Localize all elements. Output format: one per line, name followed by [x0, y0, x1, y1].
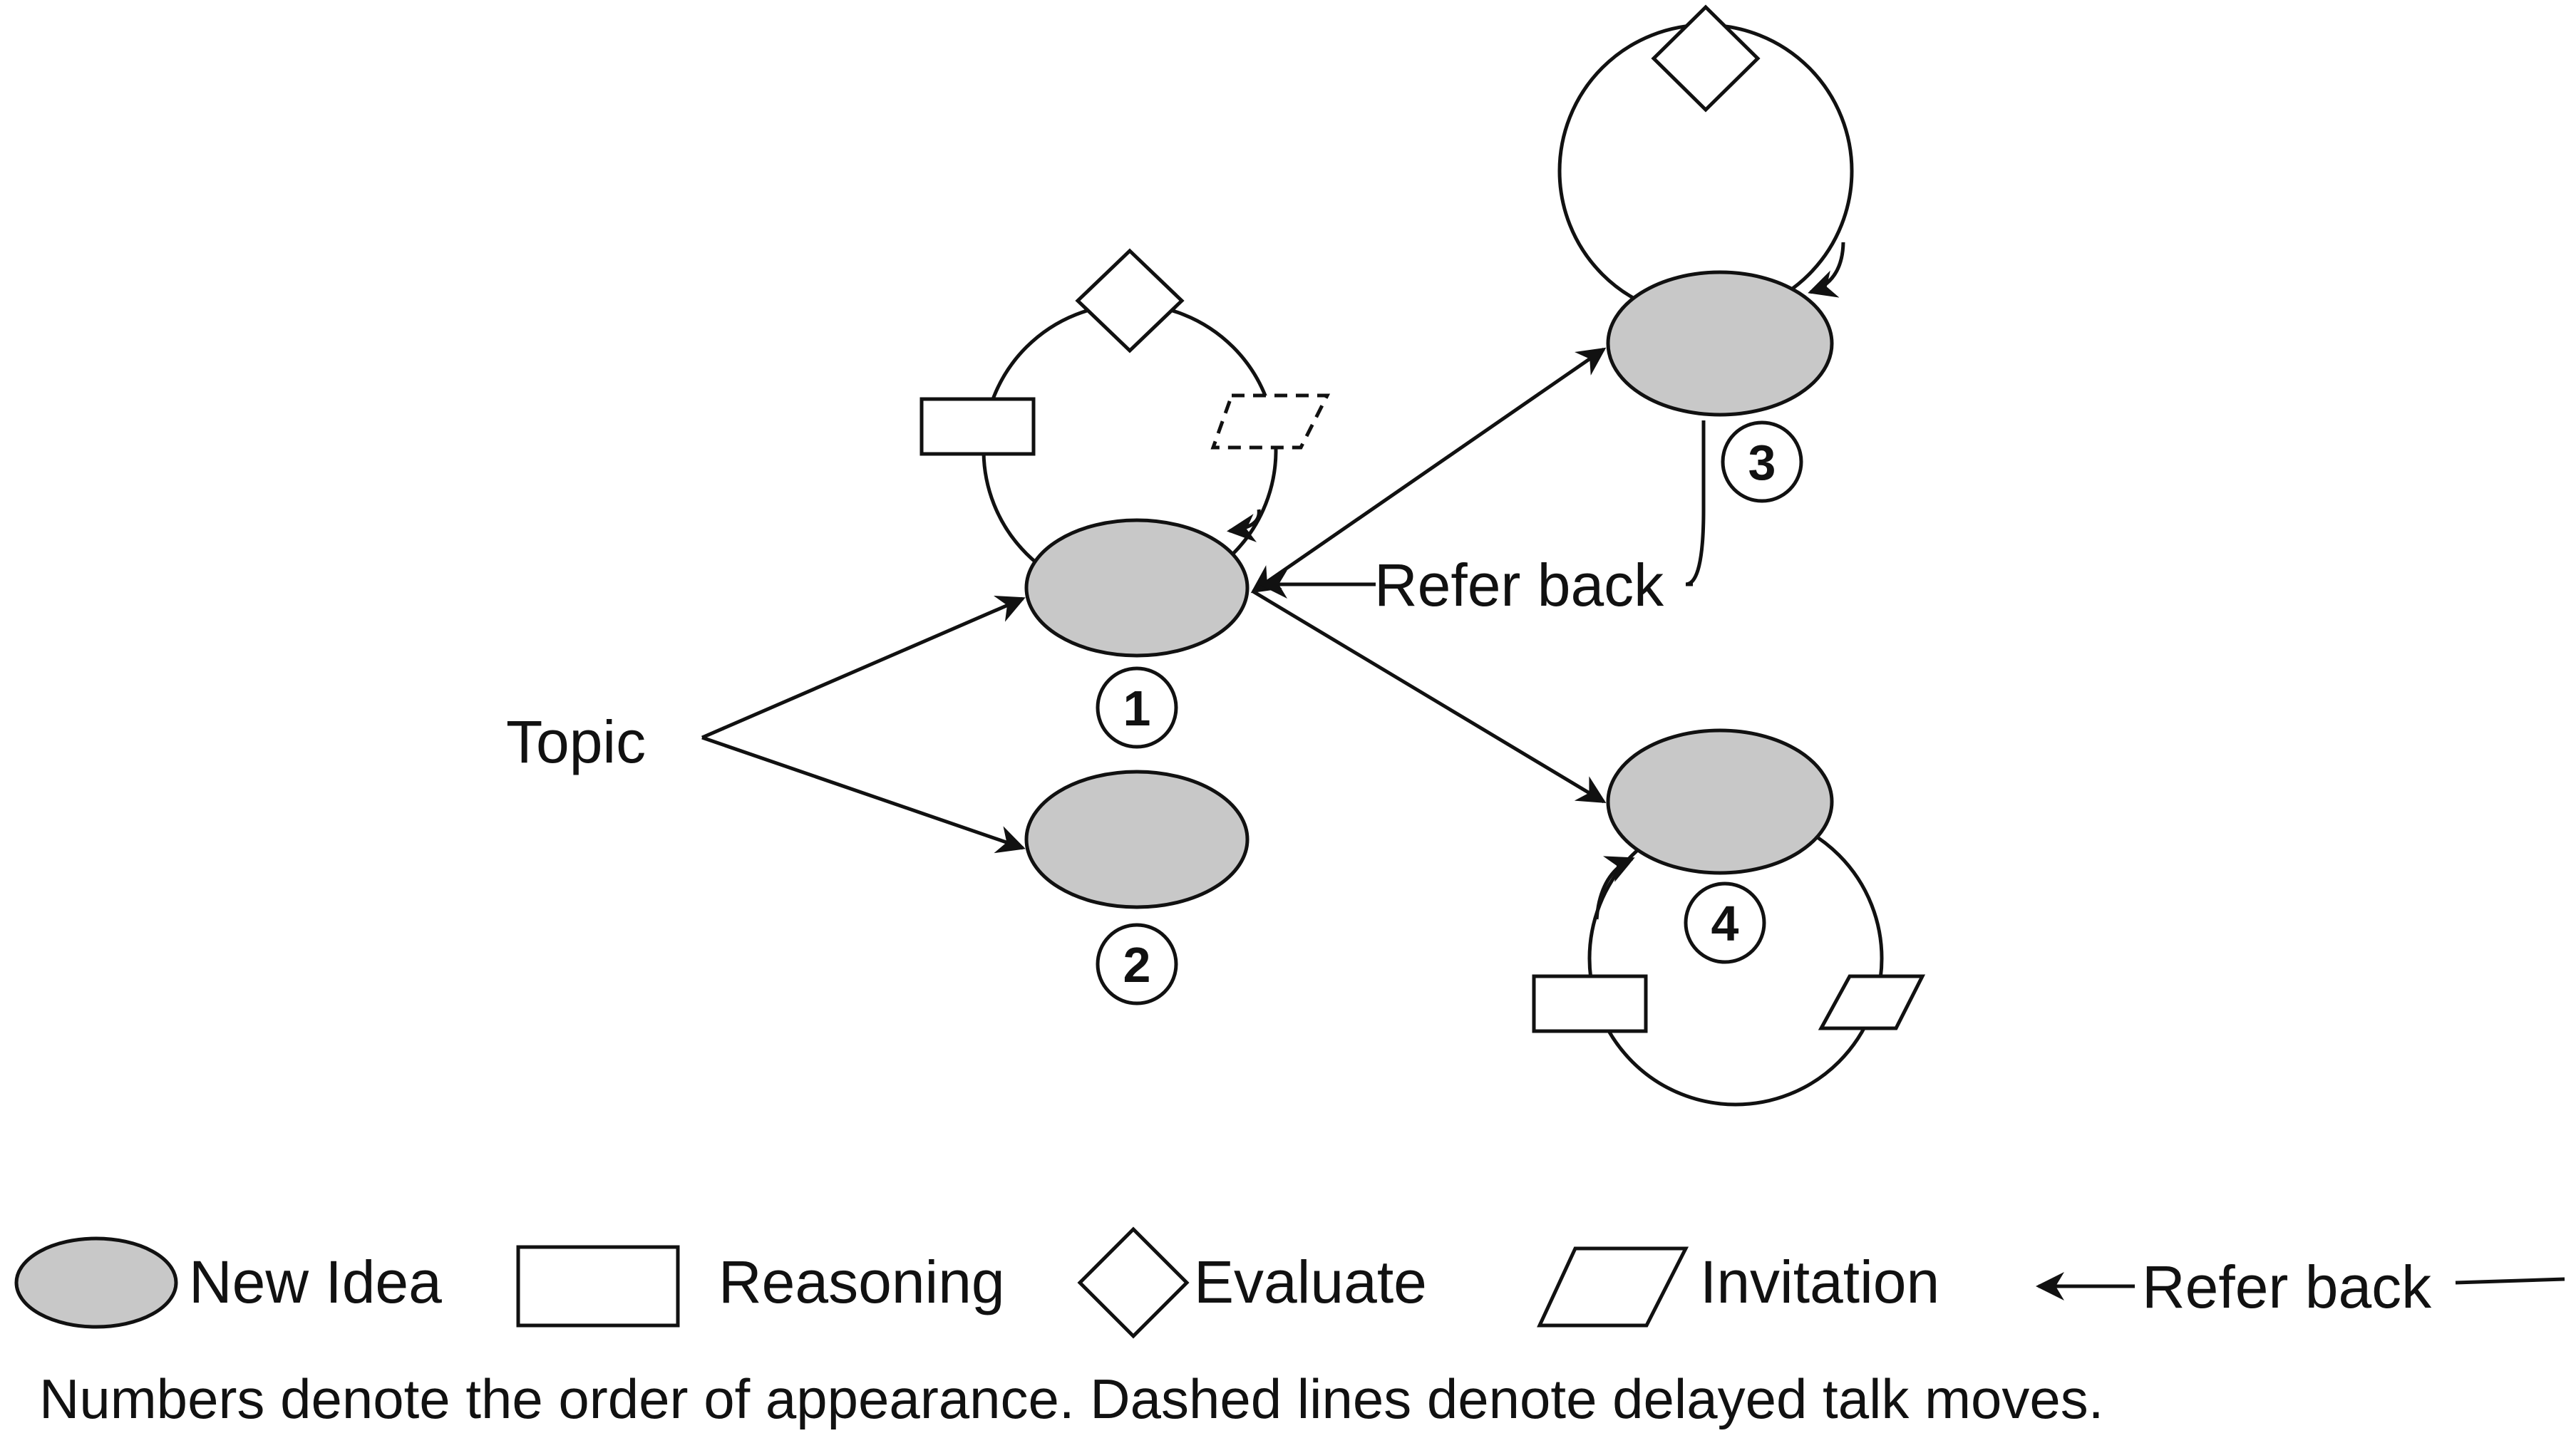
idea-3-cluster: 3: [1557, 4, 1854, 503]
legend: New Idea Reasoning Evaluate Invitation R…: [14, 1226, 2565, 1339]
legend-reasoning-label: Reasoning: [718, 1248, 1005, 1315]
number-3-badge: [1721, 420, 1803, 503]
invitation-parallelogram-1-delayed: [1210, 393, 1331, 450]
legend-invitation-label: Invitation: [1700, 1248, 1939, 1315]
idea-4-ellipse: [1606, 728, 1834, 875]
number-1-label: 1: [1123, 681, 1151, 736]
idea-1-cluster: 1: [919, 248, 1331, 749]
reasoning-box-1: [919, 397, 1036, 456]
refer-back-label: Refer back: [1374, 552, 1664, 619]
legend-refer-back-tail: [2455, 1277, 2565, 1285]
legend-invitation-swatch: [1537, 1246, 1689, 1328]
legend-new-idea-label: New Idea: [189, 1248, 442, 1315]
idea-1-to-idea-3-arrow: [1250, 347, 1607, 594]
topic-to-idea-1-arrow: [701, 595, 1026, 740]
number-4-badge: [1684, 881, 1766, 964]
number-2-badge: [1096, 923, 1178, 1005]
idea-4-cluster: 4: [1532, 728, 1926, 1107]
legend-new-idea-swatch: [14, 1236, 178, 1329]
footnote: Numbers denote the order of appearance. …: [39, 1367, 2103, 1430]
legend-evaluate-label: Evaluate: [1194, 1248, 1427, 1315]
idea-2-cluster: 2: [1024, 770, 1250, 1005]
evaluate-diamond-1: [1075, 248, 1185, 353]
topic-to-idea-2-arrow: [701, 735, 1026, 854]
topic-label: Topic: [506, 708, 646, 775]
evaluate-diamond-3: [1651, 4, 1761, 113]
invitation-parallelogram-4: [1818, 974, 1926, 1030]
reasoning-box-4: [1532, 974, 1648, 1033]
legend-reasoning-swatch: [516, 1245, 680, 1328]
refer-back-connector: [1685, 420, 1706, 586]
idea-2-ellipse: [1024, 770, 1250, 909]
idea-4-loop-arrow: [1594, 856, 1635, 920]
number-3-label: 3: [1748, 435, 1776, 490]
number-4-label: 4: [1711, 896, 1739, 951]
idea-1-ellipse: [1024, 518, 1250, 658]
number-2-label: 2: [1123, 937, 1151, 993]
idea-1-to-idea-4-arrow: [1252, 589, 1607, 804]
legend-evaluate-swatch: [1077, 1226, 1190, 1339]
idea-3-ellipse: [1606, 270, 1834, 417]
number-1-badge: [1096, 666, 1178, 749]
idea-3-loop-arrow: [1808, 242, 1845, 298]
legend-refer-back-label: Refer back: [2142, 1253, 2432, 1320]
